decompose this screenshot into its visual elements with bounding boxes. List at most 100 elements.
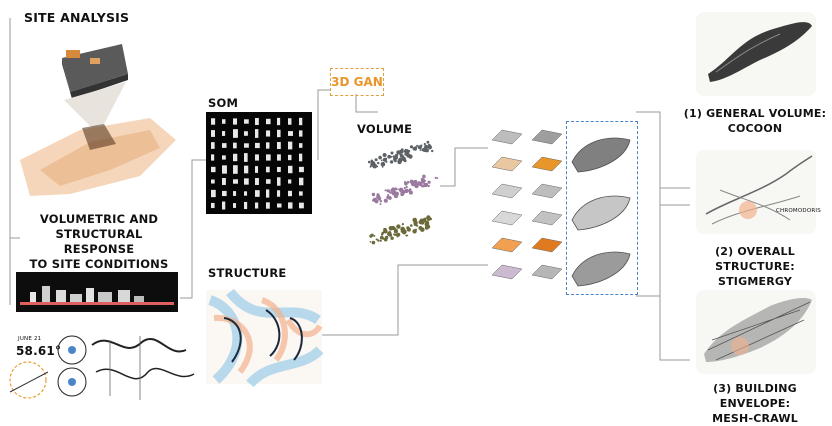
volume-point xyxy=(389,160,394,164)
output-panels xyxy=(696,12,816,374)
variant-shape-grid xyxy=(491,129,631,287)
volumetric-line-1: VOLUMETRIC AND xyxy=(39,212,159,226)
som-cell xyxy=(277,203,282,208)
som-label: SOM xyxy=(208,96,239,110)
structure-stigmergy-map xyxy=(206,288,324,388)
som-cell xyxy=(288,141,293,150)
volume-point xyxy=(387,189,390,192)
som-cell xyxy=(244,191,248,196)
volume-point xyxy=(384,189,387,192)
volume-point xyxy=(371,240,376,245)
volume-point xyxy=(379,239,382,242)
connector-lines xyxy=(9,18,690,361)
som-cell xyxy=(277,190,281,197)
volume-point xyxy=(384,157,388,160)
volume-point xyxy=(434,176,437,179)
volume-point xyxy=(396,150,401,155)
volume-point xyxy=(419,149,422,152)
volume-point xyxy=(410,224,413,227)
volume-cloud-olive xyxy=(369,215,433,245)
volume-point xyxy=(373,235,376,237)
volume-point xyxy=(385,160,388,163)
som-cell xyxy=(211,142,215,149)
output-2-line-1: (2) OVERALL STRUCTURE: xyxy=(715,245,795,273)
som-cell xyxy=(233,179,238,184)
volume-point xyxy=(393,193,399,199)
volume-point xyxy=(399,154,404,158)
volume-point xyxy=(408,229,411,232)
volume-point xyxy=(396,224,401,229)
volume-label: VOLUME xyxy=(357,122,413,136)
som-cell xyxy=(288,179,292,184)
volumetric-line-3: TO SITE CONDITIONS xyxy=(29,257,169,271)
variant-shape xyxy=(491,183,523,199)
volume-point xyxy=(379,203,382,205)
chromodoris-label: CHROMODORIS xyxy=(776,208,821,214)
output-2-line-2: STIGMERGY xyxy=(717,275,793,288)
volume-point xyxy=(367,160,371,164)
volume-point xyxy=(382,237,385,240)
som-cell xyxy=(266,154,271,161)
som-cell xyxy=(277,141,281,150)
som-cell xyxy=(255,190,260,197)
som-cell xyxy=(266,142,270,149)
volume-point xyxy=(372,199,375,202)
output-1-label: (1) GENERAL VOLUME: COCOON xyxy=(680,106,830,136)
volume-point xyxy=(409,179,414,184)
output-1-line-1: (1) GENERAL VOLUME: xyxy=(683,107,827,120)
som-cell xyxy=(222,165,227,174)
output-3-line-2: MESH-CRAWL xyxy=(712,412,798,425)
volume-point xyxy=(420,178,425,183)
volume-point xyxy=(405,185,408,189)
som-cell xyxy=(255,142,260,149)
variant-shape xyxy=(531,237,563,253)
som-cell xyxy=(233,191,237,196)
volume-point xyxy=(417,145,422,150)
variant-shape xyxy=(531,210,563,226)
site-plan-drawings xyxy=(57,335,195,400)
som-cell xyxy=(222,119,226,124)
volume-point xyxy=(374,158,378,162)
som-cell xyxy=(255,154,259,161)
som-cell xyxy=(288,190,292,197)
som-cell xyxy=(244,178,249,185)
volume-point xyxy=(436,177,439,180)
volume-point xyxy=(423,142,426,146)
som-cell xyxy=(222,131,226,136)
volume-point xyxy=(427,218,430,222)
variant-shape xyxy=(491,210,523,226)
som-cell xyxy=(266,189,270,198)
volume-point xyxy=(369,241,372,243)
volume-point xyxy=(390,151,394,155)
som-cell xyxy=(266,118,271,125)
volume-point xyxy=(391,225,396,231)
volume-cloud-purple xyxy=(371,174,439,205)
som-cell xyxy=(233,165,238,174)
volume-point xyxy=(422,174,426,179)
som-cell xyxy=(288,154,292,161)
volume-point xyxy=(426,140,430,144)
som-cell xyxy=(299,143,303,148)
volume-point xyxy=(431,149,434,153)
som-cell xyxy=(277,117,281,126)
volume-point xyxy=(379,200,383,203)
som-cell xyxy=(211,179,215,184)
volume-point xyxy=(404,151,409,156)
som-cell xyxy=(266,202,270,209)
som-cell xyxy=(288,131,293,136)
volume-point xyxy=(418,226,423,230)
volume-point xyxy=(393,229,398,234)
volume-point xyxy=(387,194,390,197)
output-2-label: (2) OVERALL STRUCTURE: STIGMERGY xyxy=(680,244,830,289)
som-cell xyxy=(222,143,227,148)
volume-point xyxy=(381,232,384,235)
volume-point xyxy=(403,187,406,190)
som-cell xyxy=(222,201,226,210)
volume-point xyxy=(370,163,374,167)
volume-point xyxy=(424,179,426,182)
selected-variants-box xyxy=(566,121,638,295)
volume-point xyxy=(383,198,388,203)
som-cell xyxy=(222,155,226,160)
som-cell xyxy=(299,166,304,173)
volume-point xyxy=(409,145,414,149)
